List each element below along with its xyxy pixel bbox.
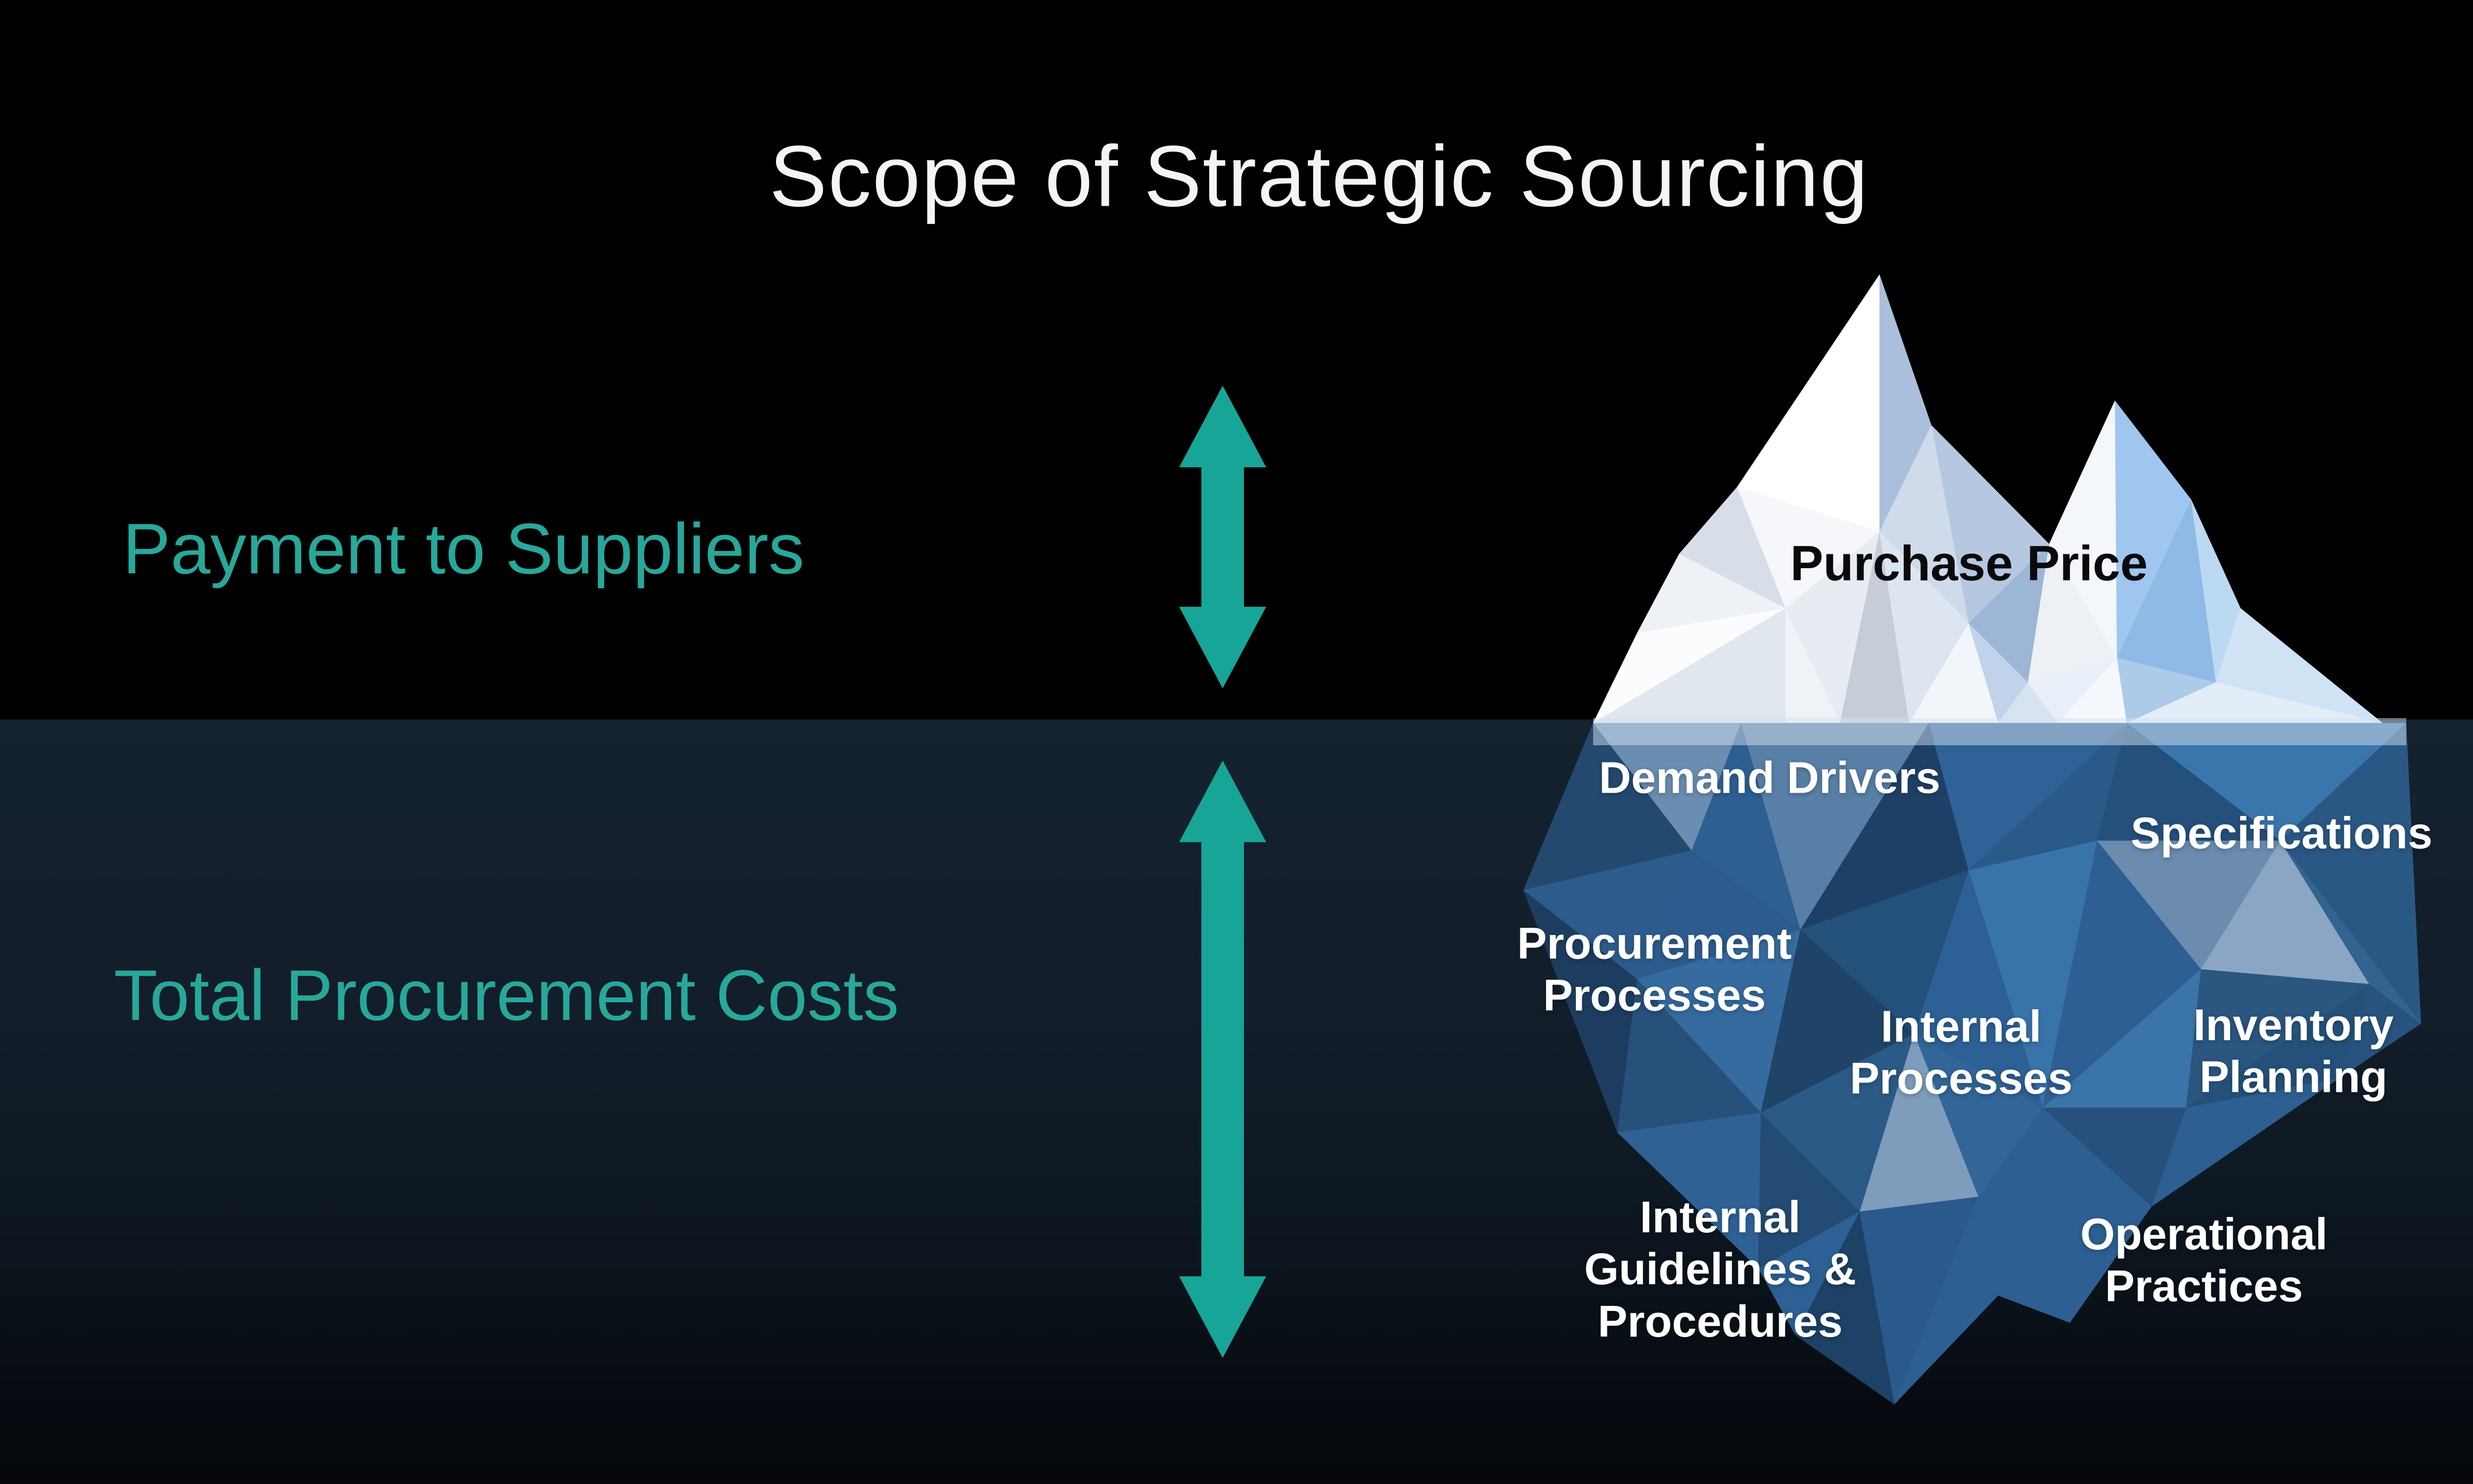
iceberg-facet [1523, 851, 1692, 979]
purchase-price-label: Purchase Price [1790, 536, 2148, 591]
iceberg-facet [1593, 608, 1786, 723]
iceberg-facet [2043, 1108, 2186, 1207]
waterline-band [1593, 718, 2406, 745]
iceberg-facet [2191, 499, 2241, 682]
iceberg-facet [1879, 532, 1969, 723]
demand-drivers-label: Demand Drivers [1599, 753, 1941, 803]
iceberg-facet [1879, 274, 1931, 532]
operational-practices-label: Operational Practices [2080, 1210, 2328, 1311]
iceberg-facet [2028, 658, 2117, 723]
iceberg-facet [2280, 723, 2421, 1024]
iceberg-facet [1969, 544, 2049, 682]
iceberg-facet [1800, 870, 1969, 1034]
iceberg-facet [1914, 870, 2043, 1108]
up-down-arrow-below-water [1179, 761, 1266, 1358]
up-down-arrow-above-water [1179, 386, 1266, 688]
iceberg-facet [1737, 274, 1879, 532]
iceberg-facet [2127, 723, 2406, 841]
iceberg-facet [1617, 1113, 1761, 1268]
iceberg-facet [1914, 1034, 2043, 1197]
iceberg-facet [1931, 425, 2049, 623]
iceberg-facet [1998, 682, 2058, 723]
iceberg-facet [2216, 608, 2382, 723]
iceberg-above-water [1593, 274, 2382, 723]
payment-to-suppliers-label: Payment to Suppliers [123, 508, 805, 589]
iceberg-below-water [1523, 723, 2421, 1404]
iceberg-facet [1840, 532, 1909, 723]
iceberg-facet [1786, 532, 1879, 723]
iceberg-facet [1617, 979, 1761, 1132]
iceberg-facet [1761, 930, 1914, 1113]
iceberg-facet [2097, 841, 2280, 969]
internal-guidelines-procedures-label: Internal Guidelines & Procedures [1584, 1193, 1857, 1347]
iceberg-facet [2339, 984, 2421, 1078]
iceberg-facet [1679, 487, 1786, 608]
iceberg-facet [2280, 841, 2421, 1024]
iceberg-facet [1929, 723, 2127, 870]
iceberg-facet [2127, 682, 2382, 723]
internal-processes-label: Internal Processes [1849, 1002, 2073, 1104]
iceberg-facet [2117, 658, 2216, 723]
iceberg-facet [1761, 1034, 1914, 1212]
iceberg-facet [2058, 658, 2127, 723]
iceberg-facet [2186, 984, 2369, 1108]
iceberg-facet [1969, 623, 2028, 723]
specifications-label: Specifications [2130, 809, 2433, 858]
slide-title: Scope of Strategic Sourcing [769, 128, 1869, 225]
iceberg-facet [1879, 425, 1969, 623]
iceberg-facet [2186, 969, 2369, 1108]
iceberg-facet [1593, 723, 1741, 851]
iceberg-facet [1969, 841, 2097, 1108]
iceberg-facet [1523, 723, 1692, 890]
inventory-planning-label: Inventory Planning [2193, 1000, 2394, 1102]
iceberg-facet [2049, 401, 2117, 658]
double-arrow-icon [1179, 386, 1266, 688]
iceberg-facet [2117, 499, 2216, 682]
iceberg-facet [2043, 969, 2201, 1108]
iceberg-facet [2201, 841, 2369, 984]
iceberg-facet [1800, 723, 1969, 930]
iceberg-facet [1523, 890, 1637, 1132]
iceberg-facet [1758, 1113, 1860, 1268]
iceberg-facet [1741, 723, 1929, 930]
iceberg-facet [1860, 1034, 1978, 1212]
iceberg-facet [1637, 930, 1800, 1113]
total-procurement-costs-label: Total Procurement Costs [114, 955, 899, 1035]
iceberg-facet [2097, 723, 2280, 841]
iceberg-facet [1795, 1212, 1894, 1404]
iceberg-facet [1860, 1197, 1978, 1404]
double-arrow-icon [1179, 761, 1266, 1358]
iceberg-facet [1737, 487, 1879, 608]
iceberg-facet [1969, 723, 2127, 870]
iceberg-facet [1637, 554, 1786, 633]
procurement-processes-label: Procurement Processes [1517, 919, 1792, 1021]
iceberg-facet [2115, 401, 2191, 658]
iceberg-facet [1758, 1212, 1860, 1335]
